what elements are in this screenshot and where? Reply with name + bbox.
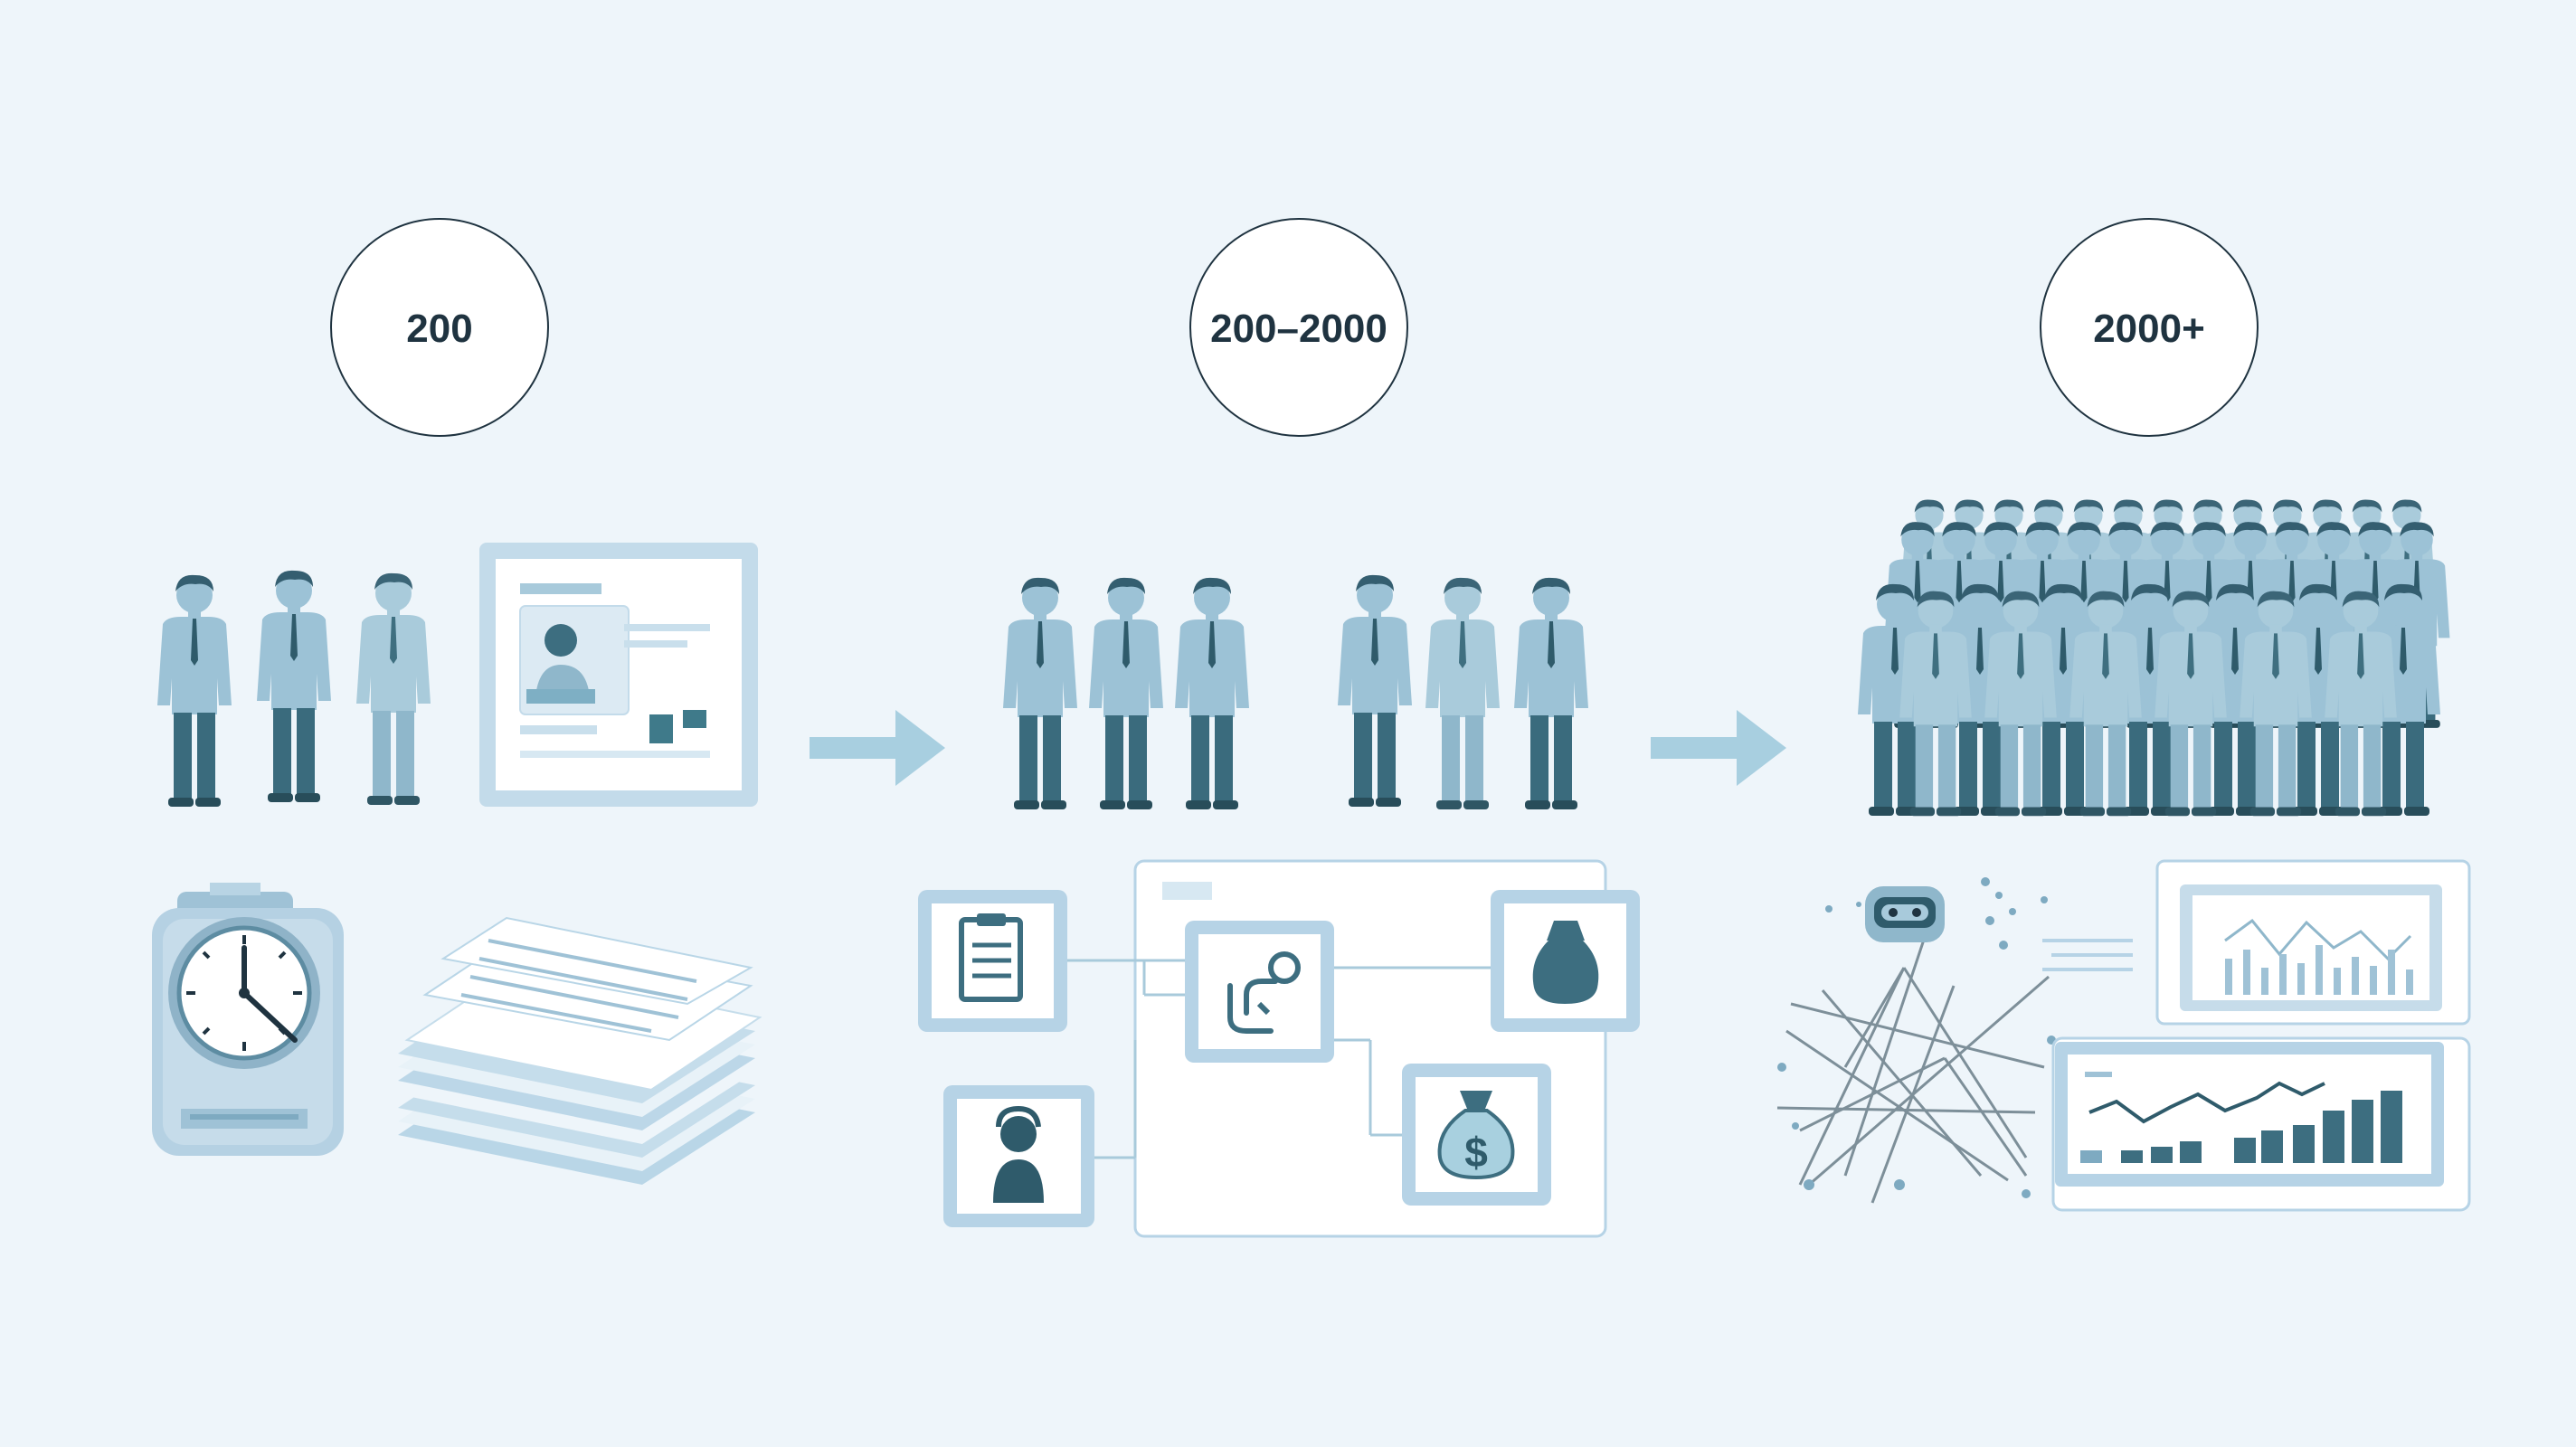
employee-icon [1003,577,1077,809]
paper-stack-icon [398,916,762,1185]
employee-icon [356,572,431,805]
stage-label-small-text: 200 [406,307,472,351]
stage-label-large-text: 2000+ [2093,307,2205,351]
arrow-right-icon [1651,710,1786,786]
dollar-bag-icon: $ [1402,1064,1551,1206]
time-clock-icon [152,883,344,1156]
ai-robot-icon [1776,877,2056,1204]
analytics-dashboard-icon [2042,859,2471,1212]
employee-icon [1089,577,1163,809]
user-icon [943,1085,1094,1227]
arrow-right-icon [810,710,945,786]
money-bag-icon [1491,890,1640,1032]
employee-icon [1425,577,1500,809]
employee-profile-icon [479,543,758,807]
employee-icon [1175,577,1249,809]
stage-label-large: 2000+ [2040,218,2259,437]
stage-medium-team [1003,574,1588,809]
document-icon [918,890,1067,1032]
stage-small-team [157,570,431,807]
stage-label-small: 200 [330,218,549,437]
employee-icon [1514,577,1588,809]
integration-icon [1185,921,1334,1063]
dollar-sign-icon: $ [1464,1129,1488,1176]
employee-icon [1338,574,1412,807]
employee-icon [157,574,232,807]
stage-label-medium-text: 200–2000 [1210,307,1387,351]
employee-icon [257,570,331,802]
crowd-icon [1858,499,2450,817]
stage-label-medium: 200–2000 [1189,218,1408,437]
